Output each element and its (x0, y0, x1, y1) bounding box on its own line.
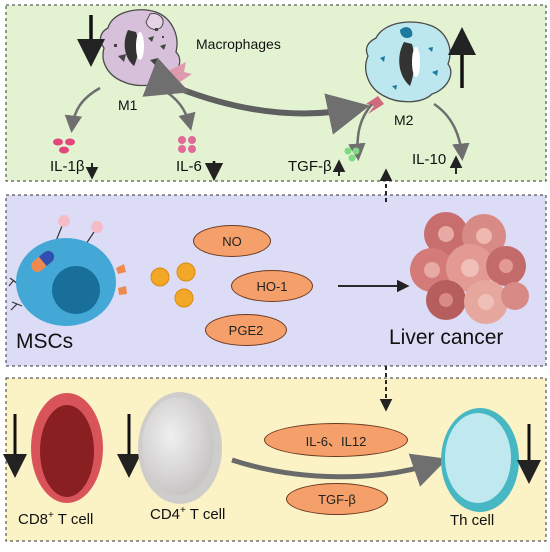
factor-no: NO (193, 225, 271, 257)
cd4-prefix: CD4 (150, 506, 181, 523)
m2-label: M2 (394, 112, 414, 128)
cd4-label: CD4+ T cell (150, 505, 225, 523)
m1-label: M1 (118, 97, 138, 113)
m1-m2-conversion-arrow (142, 57, 370, 135)
il6-label: IL-6 (176, 158, 202, 175)
th-cell-icon (441, 408, 519, 512)
factor-ho1: HO-1 (231, 270, 313, 302)
liver-cancer-label: Liver cancer (389, 326, 504, 349)
cytokine-il6-il12-text: IL-6、IL12 (305, 433, 367, 449)
cd8-prefix: CD8 (18, 511, 49, 528)
m1-to-il6-arrow (159, 86, 196, 131)
cd4-suffix: T cell (185, 506, 226, 523)
cytokine-tgfb-text: TGF-β (318, 491, 356, 507)
cd4-to-th-arrow (231, 453, 448, 487)
cytokine-il6-il12: IL-6、IL12 (264, 423, 408, 457)
il10-label: IL-10 (412, 151, 447, 168)
cd8-label: CD8+ T cell (18, 510, 93, 528)
cd8-suffix: T cell (53, 511, 94, 528)
macrophages-label: Macrophages (196, 36, 281, 52)
cd4-cell-icon (138, 392, 222, 504)
tgfb-dots-icon (344, 147, 360, 162)
factor-ho1-text: HO-1 (256, 278, 288, 294)
top-panel (5, 4, 547, 182)
il6-dots-icon (178, 136, 196, 153)
m1-to-il1b-arrow (64, 86, 101, 133)
m2-macrophage-icon (365, 21, 452, 114)
cytokine-tgfb: TGF-β (286, 483, 388, 515)
factor-pge2: PGE2 (205, 314, 287, 346)
vesicles-icon (150, 262, 196, 308)
mscs-label: MSCs (16, 330, 74, 353)
factor-pge2-text: PGE2 (228, 322, 264, 338)
il1b-dots-icon (53, 138, 75, 154)
il1b-label: IL-1β (50, 158, 85, 175)
th-label: Th cell (450, 512, 495, 529)
factor-no-text: NO (222, 233, 242, 249)
msc-cell-icon (8, 215, 127, 326)
cd4-sup: + (180, 505, 186, 516)
cd8-cell-icon (31, 393, 103, 503)
liver-cancer-icon (410, 212, 529, 324)
m2-to-il10-arrow (433, 102, 470, 161)
tgfb-label: TGF-β (288, 158, 332, 175)
cd8-sup: + (48, 510, 54, 521)
